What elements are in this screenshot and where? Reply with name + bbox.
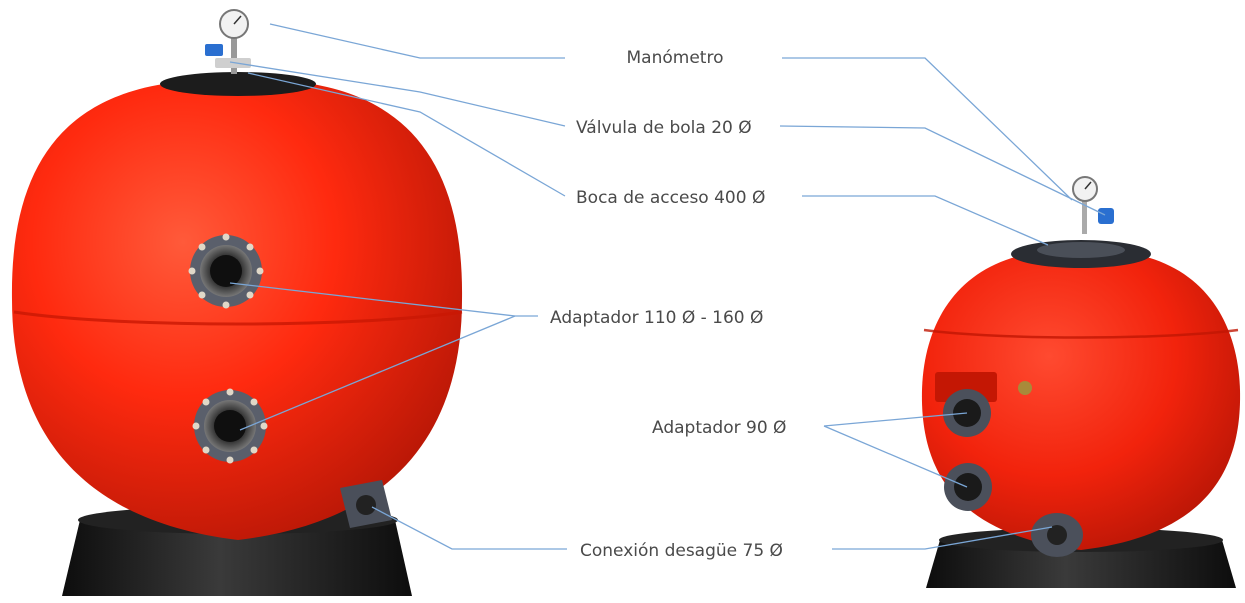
large-tank-seam [13,310,463,326]
leader-conexion-left [371,506,567,550]
ball-valve-small-icon [1098,208,1114,224]
leader-adaptador-large-upper [229,282,516,317]
port-lower-large [194,390,266,462]
bolts-lower-large [192,388,268,464]
leader-lines [229,23,1106,550]
manometer-needle-small [1084,181,1092,190]
label-conexion-desague: Conexión desagüe 75 Ø [580,541,783,561]
small-tank-seam [923,328,1239,339]
label-adaptador-small: Adaptador 90 Ø [652,418,786,438]
label-valvula-de-bola: Válvula de bola 20 Ø [576,118,752,138]
leader-valvula-right [779,125,1106,216]
manometer-needle-large [233,15,242,25]
drain-connection-small [1031,513,1083,557]
leader-boca-left [247,72,566,197]
small-tank-body [921,252,1241,550]
valve-stem-small [1082,200,1087,234]
large-tank-body [11,82,463,540]
small-tank-base [926,540,1236,588]
label-boca-de-acceso: Boca de acceso 400 Ø [576,188,765,208]
valve-stem-large [231,38,237,74]
leader-conexion-right [832,526,1053,550]
access-lid-large [160,72,316,96]
leader-valvula-left [229,61,566,127]
small-tank-gauge [1018,381,1032,395]
large-filter-tank [11,9,463,596]
label-manometro: Manómetro [627,48,724,68]
drain-connection-large [340,480,392,528]
port-lower-small [944,463,992,511]
leader-adaptador-large-lower [239,315,538,431]
ball-valve-large-icon [205,44,223,56]
label-adaptador-large: Adaptador 110 Ø - 160 Ø [550,308,763,328]
access-lid-small-inner [1037,242,1125,258]
bolts-upper-large [188,233,264,309]
large-tank-base [62,520,412,596]
leader-adaptador-small-lower [823,425,968,488]
small-filter-tank [921,176,1241,588]
leader-manometro-left [269,23,565,59]
callout-labels: Manómetro Válvula de bola 20 Ø Boca de a… [550,48,786,561]
leader-boca-right [802,195,1049,246]
leader-manometro-right [782,57,1073,201]
leader-adaptador-small-upper [823,412,968,427]
